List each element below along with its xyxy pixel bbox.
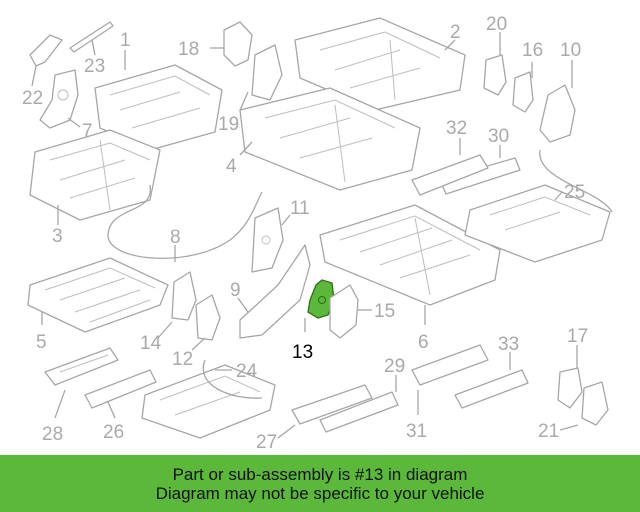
callout-12: 12 (172, 349, 193, 370)
callout-25: 25 (564, 182, 585, 203)
callout-26: 26 (103, 422, 124, 443)
callout-13: 13 (292, 342, 313, 363)
part-4-seat-back-center[interactable] (239, 87, 421, 191)
banner-line-2: Diagram may not be specific to your vehi… (155, 483, 485, 503)
callout-33: 33 (498, 334, 519, 355)
part-16-cover[interactable] (512, 71, 534, 113)
part-7-hinge[interactable] (39, 69, 79, 129)
part-1-seat-cushion[interactable] (94, 64, 223, 151)
part-32-rail[interactable] (411, 154, 489, 196)
callout-28: 28 (42, 424, 63, 445)
part-21-cover[interactable] (581, 381, 609, 426)
part-23-rod[interactable] (69, 21, 114, 53)
callout-9: 9 (230, 280, 241, 301)
part-19-cover[interactable] (251, 44, 283, 101)
part-18-cover[interactable] (223, 21, 253, 67)
part-15-cover[interactable] (329, 284, 359, 339)
part-12-cover[interactable] (195, 294, 221, 341)
callout-21: 21 (538, 421, 559, 442)
info-banner: Part or sub-assembly is #13 in diagram D… (0, 455, 640, 512)
callout-10: 10 (560, 40, 581, 61)
leader-lines (31, 32, 579, 439)
part-3-cushion[interactable] (29, 129, 161, 221)
callout-31: 31 (406, 421, 427, 442)
part-14-cover[interactable] (171, 271, 197, 321)
part-10-hinge[interactable] (539, 84, 576, 143)
callout-23: 23 (84, 56, 105, 77)
callout-20: 20 (486, 14, 507, 35)
callout-19: 19 (218, 114, 239, 135)
callout-17: 17 (567, 326, 588, 347)
callout-14: 14 (140, 333, 162, 354)
part-28-rail[interactable] (44, 347, 119, 386)
part-22-lever[interactable] (29, 34, 63, 67)
callout-8: 8 (170, 227, 181, 248)
callout-3: 3 (52, 226, 63, 247)
part-5-seat-frame[interactable] (27, 257, 169, 333)
callout-1: 1 (120, 30, 131, 51)
callout-2: 2 (450, 22, 461, 43)
callout-22: 22 (22, 88, 43, 109)
seat-parts-diagram: 1 2 3 4 5 6 7 8 9 10 11 12 13 14 15 16 1… (22, 14, 613, 453)
part-25-cable-frame[interactable] (464, 149, 613, 263)
part-6-seat-frame[interactable] (319, 204, 501, 306)
callout-18: 18 (178, 39, 199, 60)
part-33-rail[interactable] (454, 369, 529, 409)
part-11-hinge-bracket[interactable] (251, 207, 284, 273)
callout-32: 32 (446, 118, 467, 139)
part-29-rail[interactable] (319, 391, 399, 433)
part-2-seat-back[interactable] (294, 17, 466, 111)
callout-30: 30 (488, 126, 509, 147)
callout-24: 24 (236, 361, 258, 382)
part-24-cable-frame[interactable] (141, 359, 276, 439)
part-9-hinge-bracket[interactable] (239, 244, 311, 339)
callout-6: 6 (418, 332, 429, 353)
callout-27: 27 (256, 432, 277, 453)
callout-16: 16 (522, 40, 543, 61)
part-26-rail[interactable] (84, 369, 157, 409)
callout-4: 4 (226, 156, 237, 177)
callout-labels: 1 2 3 4 5 6 7 8 9 10 11 12 13 14 15 16 1… (22, 14, 588, 453)
callout-29: 29 (384, 356, 405, 377)
part-17-cover[interactable] (557, 367, 583, 409)
callout-5: 5 (36, 332, 47, 353)
callout-15: 15 (374, 301, 395, 322)
part-8-cable[interactable] (107, 184, 263, 259)
part-30-rail[interactable] (439, 157, 521, 195)
part-27-rail[interactable] (291, 384, 373, 425)
part-31-rail[interactable] (411, 344, 489, 386)
callout-11: 11 (290, 198, 310, 219)
banner-line-1: Part or sub-assembly is #13 in diagram (172, 464, 468, 484)
callout-7: 7 (82, 121, 93, 142)
part-20-cover[interactable] (483, 54, 507, 96)
